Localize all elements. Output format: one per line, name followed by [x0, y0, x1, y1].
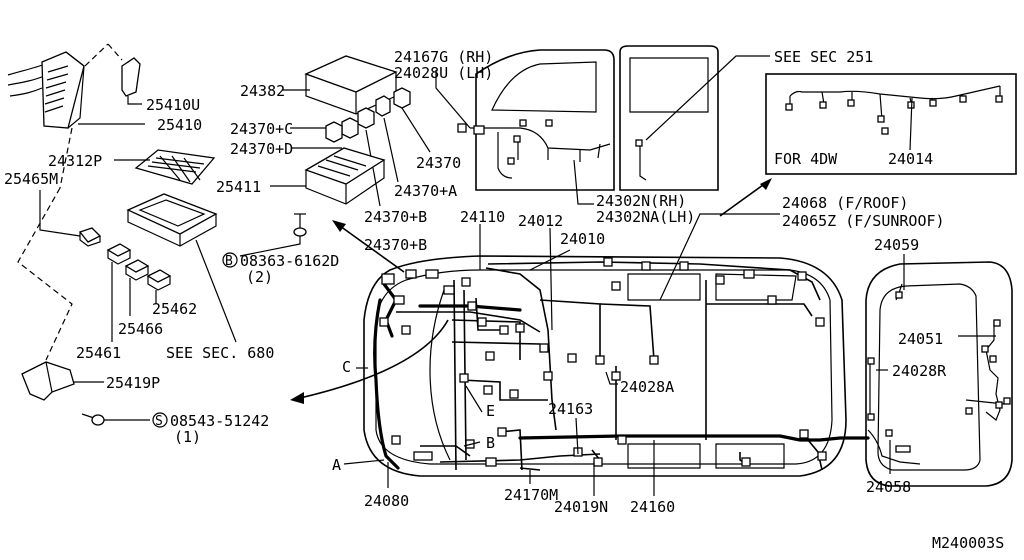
harness-routing	[373, 261, 870, 471]
label-screw-qty: (1)	[174, 428, 201, 446]
leader-24010	[529, 249, 571, 271]
label-24160: 24160	[630, 498, 675, 516]
relay-25465m	[78, 227, 102, 247]
label-24302na: 24302NA(LH)	[596, 208, 695, 226]
label-24051: 24051	[898, 330, 943, 348]
relay-tray	[126, 193, 218, 247]
arrowhead-to-4dw	[760, 178, 772, 190]
relay-25462	[146, 269, 172, 291]
screw-08543	[81, 413, 105, 426]
label-bolt-qty: (2)	[246, 268, 273, 286]
label-25419p: 25419P	[106, 374, 160, 392]
leader-24370b1	[365, 129, 381, 207]
label-24058: 24058	[866, 478, 911, 496]
label-24014: 24014	[888, 150, 933, 168]
label-24370b-upper: 24370+B	[364, 208, 427, 226]
leader-24167g	[435, 70, 471, 129]
label-24012: 24012	[518, 212, 563, 230]
label-24382: 24382	[240, 82, 285, 100]
label-24167g: 24167G (RH)	[394, 48, 493, 66]
front-door-outline	[457, 49, 615, 191]
label-24370c: 24370+C	[230, 120, 293, 138]
vehicle-body-outline	[363, 255, 847, 477]
harness-connectors	[379, 257, 827, 467]
label-24010: 24010	[560, 230, 605, 248]
arrow-to-4dw	[719, 179, 771, 217]
label-see-sec-680: SEE SEC. 680	[166, 344, 274, 362]
leader-ref-e	[465, 385, 483, 413]
label-24302n: 24302N(RH)	[596, 192, 686, 210]
bolt-08363	[293, 213, 307, 237]
rear-door-outline	[619, 45, 719, 191]
label-screw-part: 08543-51242	[170, 412, 269, 430]
leader-25465m	[39, 190, 81, 237]
label-24370a: 24370+A	[394, 182, 457, 200]
label-24170m: 24170M	[504, 486, 558, 504]
relay-25466	[124, 259, 150, 281]
figure-code: M240003S	[932, 534, 1004, 552]
relay-25461	[106, 243, 132, 265]
label-24068: 24068 (F/ROOF)	[782, 194, 908, 212]
label-24080: 24080	[364, 492, 409, 510]
fuse-box-25411	[304, 147, 386, 205]
label-for-4dw: FOR 4DW	[774, 150, 838, 168]
label-25410u: 25410U	[146, 96, 200, 114]
bracket-25419p	[21, 361, 75, 401]
leader-see-680	[195, 239, 237, 343]
detail-box-4dw	[765, 73, 1017, 175]
arrow-24370b	[339, 225, 405, 273]
label-see-sec-251: SEE SEC 251	[774, 48, 873, 66]
rear-hatch-outline	[865, 261, 1013, 487]
bolt-symbol-circle	[222, 252, 238, 268]
arrow-to-fuse-block	[299, 319, 449, 399]
label-25461: 25461	[76, 344, 121, 362]
leader-24068	[659, 213, 780, 301]
label-24065z: 24065Z (F/SUNROOF)	[782, 212, 945, 230]
label-bolt-part: 08363-6162D	[240, 252, 339, 270]
label-24163: 24163	[548, 400, 593, 418]
leader-24028a	[605, 371, 618, 385]
relay-box-24382	[304, 55, 398, 115]
leader-bolt	[239, 236, 301, 257]
label-25462: 25462	[152, 300, 197, 318]
arrowhead-to-fuse-block	[290, 392, 304, 404]
leader-24370	[401, 107, 431, 153]
label-24028r: 24028R	[892, 362, 947, 380]
cover-plate-24312p	[134, 149, 216, 185]
fuse-puller-25410u	[107, 43, 141, 97]
leader-25410u	[127, 96, 142, 105]
label-24312p: 24312P	[48, 152, 102, 170]
bolt-symbol-letter: B	[225, 254, 233, 269]
ref-c: C	[342, 358, 351, 376]
ref-e: E	[486, 402, 495, 420]
label-24059: 24059	[874, 236, 919, 254]
label-24370: 24370	[416, 154, 461, 172]
leader-24163	[575, 417, 579, 455]
label-24370b-lower: 24370+B	[364, 236, 427, 254]
screw-symbol-letter: S	[155, 414, 163, 429]
label-24028u: 24028U (LH)	[394, 64, 493, 82]
leader-24012	[549, 227, 553, 331]
leader-see-251	[645, 55, 770, 141]
label-25465m: 25465M	[4, 170, 58, 188]
label-24370d: 24370+D	[230, 140, 293, 158]
leader-24302n	[573, 159, 594, 205]
arrowhead-24370b	[332, 220, 346, 232]
fuse-block-25410	[7, 43, 109, 189]
screw-symbol-circle	[152, 412, 168, 428]
label-25410: 25410	[157, 116, 202, 134]
leader-24370a	[383, 117, 399, 183]
label-24110: 24110	[460, 208, 505, 226]
ref-a: A	[332, 456, 341, 474]
ref-b: B	[486, 434, 495, 452]
leader-ref-b	[463, 441, 481, 447]
label-25411: 25411	[216, 178, 261, 196]
label-25466: 25466	[118, 320, 163, 338]
label-24019n: 24019N	[554, 498, 608, 516]
leader-ref-a	[343, 459, 385, 465]
relay-group-24370	[325, 87, 411, 143]
label-24028a: 24028A	[620, 378, 674, 396]
dashed-connector-line	[17, 187, 73, 361]
